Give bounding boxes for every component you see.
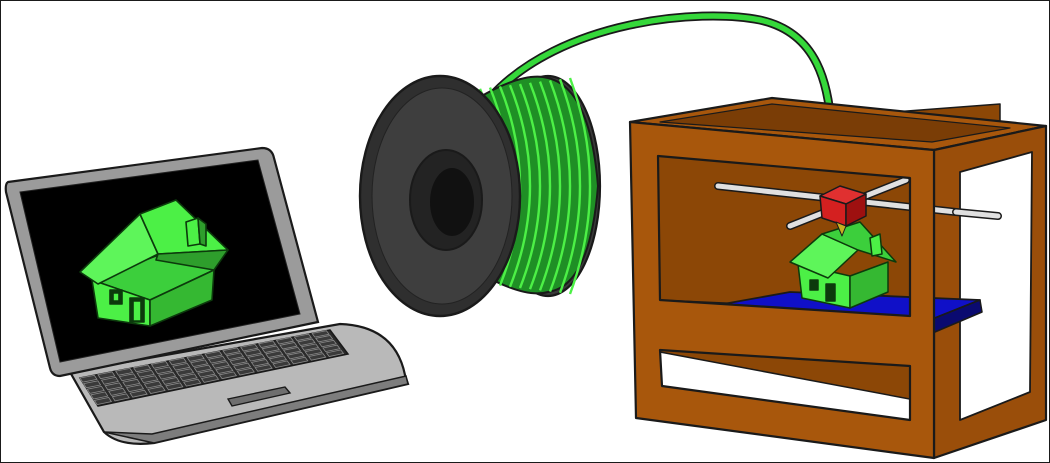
- keyboard-key: [282, 346, 302, 355]
- filament-winding: [548, 79, 572, 293]
- keyboard-key: [193, 364, 212, 373]
- keyboard-key: [172, 362, 191, 371]
- keyboard-key: [207, 355, 227, 364]
- spool-hub-hole: [430, 168, 474, 236]
- trackpad[interactable]: [226, 386, 292, 407]
- keyboard-key: [250, 359, 270, 367]
- keyboard-key: [97, 371, 116, 380]
- keyboard-key: [186, 354, 205, 362]
- keyboard-key: [308, 353, 327, 361]
- keyboard-key: [93, 397, 113, 406]
- keyboard-key: [108, 387, 127, 396]
- keyboard-key: [111, 393, 130, 402]
- keyboard-key: [154, 366, 173, 375]
- keyboard-key: [175, 368, 195, 376]
- keyboard-key: [204, 350, 223, 359]
- laptop-base-edge: [103, 375, 409, 444]
- keyboard-key: [325, 349, 345, 357]
- printer-right-window: [959, 151, 1033, 421]
- keyboard-key: [243, 348, 262, 357]
- keyboard-key: [275, 337, 295, 345]
- keyboard-key: [183, 378, 202, 387]
- keyboard-key: [104, 382, 123, 391]
- keyboard-key: [140, 375, 159, 384]
- keyboard-key: [261, 345, 280, 353]
- keyboard-key: [150, 361, 170, 369]
- keyboard-key: [236, 367, 255, 376]
- keyboard-key: [229, 357, 248, 366]
- keyboard-key: [222, 347, 241, 355]
- keyboard-key: [197, 369, 216, 378]
- keyboard-key: [254, 364, 273, 372]
- keyboard-key: [147, 386, 166, 394]
- keyboard-key: [215, 366, 234, 374]
- keyboard-key: [122, 378, 141, 387]
- keyboard-key: [118, 373, 137, 382]
- keyboard-key: [82, 380, 102, 389]
- keyboard-key: [304, 348, 323, 356]
- keyboard-key: [90, 391, 109, 400]
- keyboard-key: [190, 359, 209, 368]
- keyboard-key: [257, 340, 277, 348]
- keyboard-key: [293, 333, 312, 341]
- filament-winding: [518, 83, 542, 289]
- keyboard-key: [225, 352, 245, 361]
- keyboard-key: [314, 335, 334, 343]
- filament-winding: [528, 82, 552, 290]
- laptop: [4, 146, 410, 445]
- filament-winding: [508, 84, 532, 288]
- keyboard-key: [286, 351, 305, 360]
- keyboard-key: [211, 361, 230, 369]
- screen-house-model: [79, 199, 229, 327]
- keyboard-key: [179, 373, 198, 382]
- keyboard-key: [318, 339, 337, 348]
- extruder-head: [819, 185, 867, 237]
- keyboard-key: [125, 384, 145, 393]
- keyboard-key: [100, 376, 120, 385]
- filament-winding: [568, 77, 592, 295]
- filament-winding: [558, 78, 582, 294]
- printer: [628, 96, 1048, 460]
- keyboard-key: [272, 360, 291, 369]
- keyboard-key: [168, 357, 187, 366]
- keyboard-key: [311, 330, 330, 338]
- filament-strand-fill: [487, 13, 839, 191]
- keyboard-key: [297, 338, 316, 346]
- keyboard-key: [165, 382, 184, 391]
- keyboard-key: [300, 343, 320, 351]
- keyboard-key: [143, 380, 163, 389]
- keyboard-key: [265, 350, 284, 358]
- keyboard-key: [161, 377, 180, 385]
- printer-front-frame: [628, 120, 936, 460]
- keyboard-key: [79, 374, 98, 383]
- keyboard-key: [279, 342, 298, 350]
- printed-house: [789, 221, 897, 309]
- keyboard-key: [247, 354, 266, 362]
- keyboard-key: [322, 344, 341, 353]
- keyboard-key: [157, 371, 177, 380]
- filament-spool: [358, 74, 602, 318]
- keyboard: [78, 329, 350, 407]
- keyboard-key: [290, 356, 309, 365]
- keyboard-key: [233, 362, 252, 371]
- keyboard-key: [129, 389, 148, 398]
- keyboard-key: [218, 371, 238, 380]
- keyboard-key: [86, 385, 105, 394]
- keyboard-key: [268, 355, 288, 364]
- keyboard-key: [132, 364, 152, 373]
- keyboard-key: [200, 375, 220, 383]
- keyboard-key: [115, 367, 134, 376]
- keyboard-key: [136, 369, 155, 378]
- keyboard-key: [240, 343, 259, 352]
- filament-winding: [538, 81, 562, 291]
